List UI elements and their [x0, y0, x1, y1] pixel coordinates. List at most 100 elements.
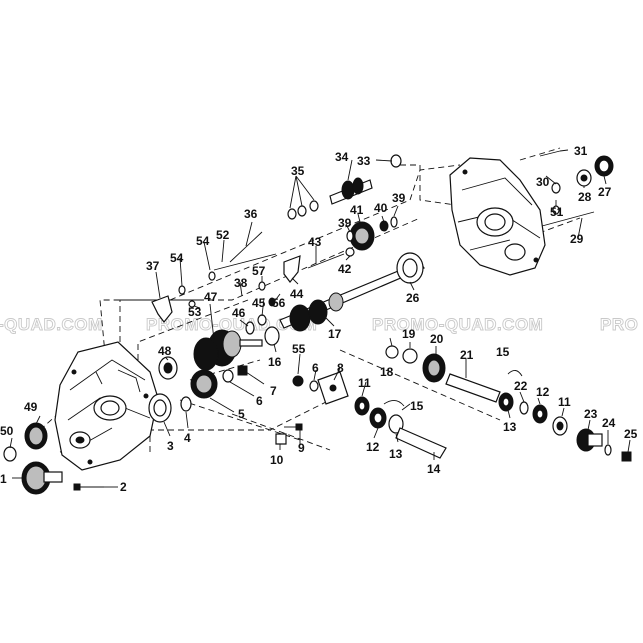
part-15-circlip-b [507, 370, 523, 377]
part-10-plate [275, 433, 287, 445]
part-4-washer [180, 396, 192, 412]
part-57-ring [258, 281, 266, 291]
label-part-44: 44 [290, 287, 304, 301]
label-part-31: 31 [574, 144, 588, 158]
label-part-35: 35 [291, 164, 305, 178]
part-47-cluster-gear [193, 329, 263, 371]
label-part-53: 53 [188, 305, 202, 319]
label-part-9: 9 [298, 441, 305, 455]
label-part-11b: 11 [558, 395, 571, 409]
part-13-ring-b [498, 392, 514, 412]
part-6-washer [222, 369, 234, 383]
part-28-bearing [576, 169, 592, 187]
part-22-washer [519, 401, 529, 415]
label-part-13a: 13 [389, 447, 403, 461]
part-41-gear [349, 221, 375, 251]
part-3-bearing [148, 393, 172, 423]
part-29-bolt [541, 211, 595, 227]
part-8-hub [317, 371, 349, 405]
label-part-16: 16 [268, 355, 282, 369]
part-43-shaft [307, 253, 345, 269]
label-part-1: 1 [0, 472, 7, 486]
part-38-rod [213, 253, 277, 271]
part-39-washer-a [346, 230, 354, 242]
label-part-57: 57 [252, 264, 266, 278]
part-1-gear [21, 461, 63, 495]
part-35-washer-b [297, 205, 307, 217]
part-50-circlip [3, 446, 17, 462]
label-part-48: 48 [158, 344, 172, 358]
part-42-ring [345, 247, 355, 257]
part-35-washer-a [287, 208, 297, 220]
part-30-ring [551, 182, 561, 194]
label-part-19: 19 [402, 327, 416, 341]
label-part-7: 7 [270, 384, 277, 398]
part-35-washer-c [309, 200, 319, 212]
part-37-shift-fork [151, 295, 173, 323]
label-part-2: 2 [120, 480, 127, 494]
part-16-bearing [264, 326, 280, 346]
part-12-seal-a [369, 407, 387, 429]
label-part-45: 45 [252, 296, 266, 310]
label-part-56: 56 [272, 296, 286, 310]
part-17-main-shaft [279, 261, 425, 332]
part-18-nut [385, 345, 399, 359]
part-48-bearing [158, 356, 178, 380]
label-part-14: 14 [427, 462, 441, 476]
part-12-seal-b [532, 404, 548, 424]
label-part-26: 26 [406, 291, 420, 305]
label-part-49: 49 [24, 400, 38, 414]
part-55-nut [292, 375, 304, 387]
part-40-collar [379, 220, 389, 232]
label-part-38: 38 [234, 276, 248, 290]
label-part-27: 27 [598, 185, 612, 199]
label-part-55: 55 [292, 342, 306, 356]
label-part-50: 50 [0, 424, 14, 438]
part-54-washer-a [178, 285, 186, 295]
label-part-6a: 6 [256, 394, 263, 408]
label-part-33: 33 [357, 154, 371, 168]
part-33-washer [390, 154, 402, 168]
label-part-54b: 54 [170, 251, 184, 265]
label-part-29: 29 [570, 232, 584, 246]
part-11-bearing-a [354, 396, 370, 416]
right-case [449, 157, 546, 276]
part-34-shift-drum [329, 177, 373, 205]
label-part-37: 37 [146, 259, 160, 273]
part-54-washer-b [208, 271, 216, 281]
label-part-24: 24 [602, 416, 616, 430]
part-39-washer-b [390, 216, 398, 228]
part-36-shaft [229, 231, 263, 263]
label-part-34: 34 [335, 150, 349, 164]
label-part-12a: 12 [366, 440, 380, 454]
callout-labels: 1 2 3 4 5 6 6 7 8 9 10 11 11 12 12 13 13… [0, 144, 638, 494]
label-part-6b: 6 [312, 361, 319, 375]
label-part-5: 5 [238, 407, 245, 421]
label-part-40: 40 [374, 201, 388, 215]
label-part-4: 4 [184, 431, 191, 445]
part-19-washer [402, 348, 418, 364]
part-27-seal [594, 155, 614, 177]
part-15-circlip-a [383, 400, 405, 407]
label-part-43: 43 [308, 235, 322, 249]
part-21-shaft [445, 373, 501, 403]
label-part-54a: 54 [196, 234, 210, 248]
part-14-shaft [395, 427, 447, 459]
leader-lines [9, 149, 631, 488]
label-part-23: 23 [584, 407, 598, 421]
label-part-3: 3 [167, 439, 174, 453]
label-part-36: 36 [244, 207, 258, 221]
label-part-15a: 15 [410, 399, 424, 413]
label-part-20: 20 [430, 332, 444, 346]
part-20-gear [422, 353, 446, 383]
left-case [54, 341, 159, 471]
part-5-gear [190, 369, 218, 399]
label-part-15b: 15 [496, 345, 510, 359]
label-part-30: 30 [536, 175, 550, 189]
part-2-bolt [73, 483, 104, 491]
part-53-pin [188, 300, 196, 308]
part-46-washer [245, 321, 255, 335]
part-11-bearing-b [552, 416, 568, 436]
label-part-22: 22 [514, 379, 528, 393]
